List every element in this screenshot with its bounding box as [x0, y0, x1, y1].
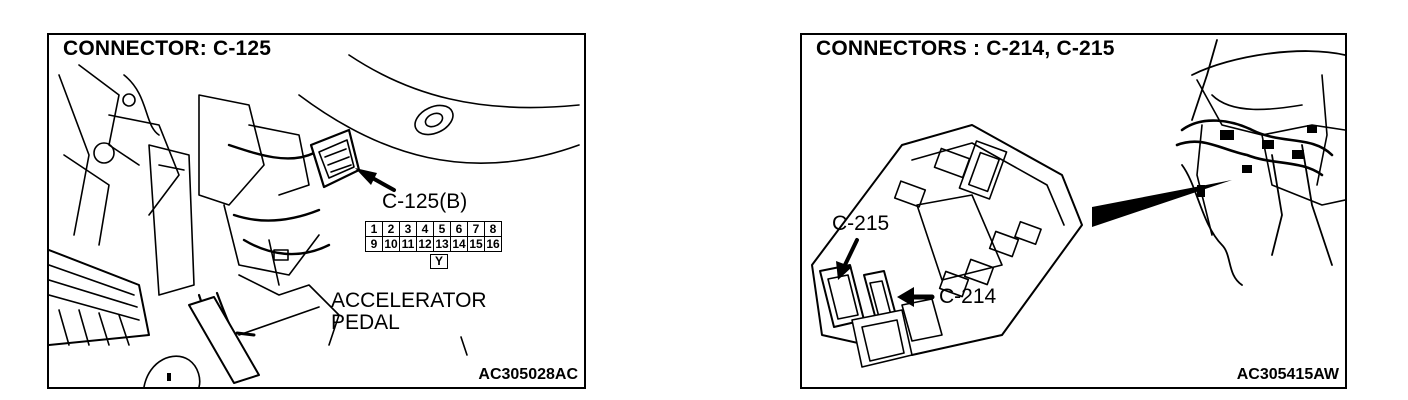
callout-c214: C-214 [939, 285, 997, 308]
pin-cell: 4 [416, 221, 434, 237]
pin-cell: 2 [382, 221, 400, 237]
panel-title: CONNECTORS : C-214, C-215 [816, 37, 1115, 60]
figure-code: AC305028AC [478, 366, 578, 383]
diagram-panel-c125: CONNECTOR: C-125 C-125(B) 1 2 3 4 5 6 7 … [47, 33, 586, 389]
pin-cell: 6 [450, 221, 468, 237]
vehicle-underdash-illustration [49, 54, 580, 387]
junction-block-illustration [811, 39, 1345, 368]
pin-cell: 9 [365, 236, 383, 252]
pin-cell: 16 [484, 236, 502, 252]
pin-cell: 3 [399, 221, 417, 237]
figure-code: AC305415AW [1236, 366, 1339, 383]
pin-cell: 14 [450, 236, 468, 252]
diagram-panel-c214-c215: CONNECTORS : C-214, C-215 C-215 C-214 AC… [800, 33, 1347, 389]
pin-cell: 1 [365, 221, 383, 237]
pin-marker-box: Y [430, 254, 448, 269]
part-label-line2: PEDAL [331, 311, 400, 334]
pin-cell: 10 [382, 236, 400, 252]
pin-cell: 13 [433, 236, 451, 252]
pin-cell: 8 [484, 221, 502, 237]
pin-row-bottom: 9 10 11 12 13 14 15 16 [365, 236, 502, 252]
connector-callout-label: C-125(B) [382, 190, 468, 213]
pin-cell: 5 [433, 221, 451, 237]
pin-cell: 11 [399, 236, 417, 252]
pin-row-top: 1 2 3 4 5 6 7 8 [365, 221, 502, 237]
connector-pinout-table: 1 2 3 4 5 6 7 8 9 10 11 12 13 14 15 16 [365, 221, 502, 252]
pin-cell: 7 [467, 221, 485, 237]
pin-cell: 12 [416, 236, 434, 252]
part-label-line1: ACCELERATOR [331, 289, 487, 312]
panel-title: CONNECTOR: C-125 [63, 37, 272, 60]
pin-cell: 15 [467, 236, 485, 252]
callout-c215: C-215 [832, 212, 890, 235]
